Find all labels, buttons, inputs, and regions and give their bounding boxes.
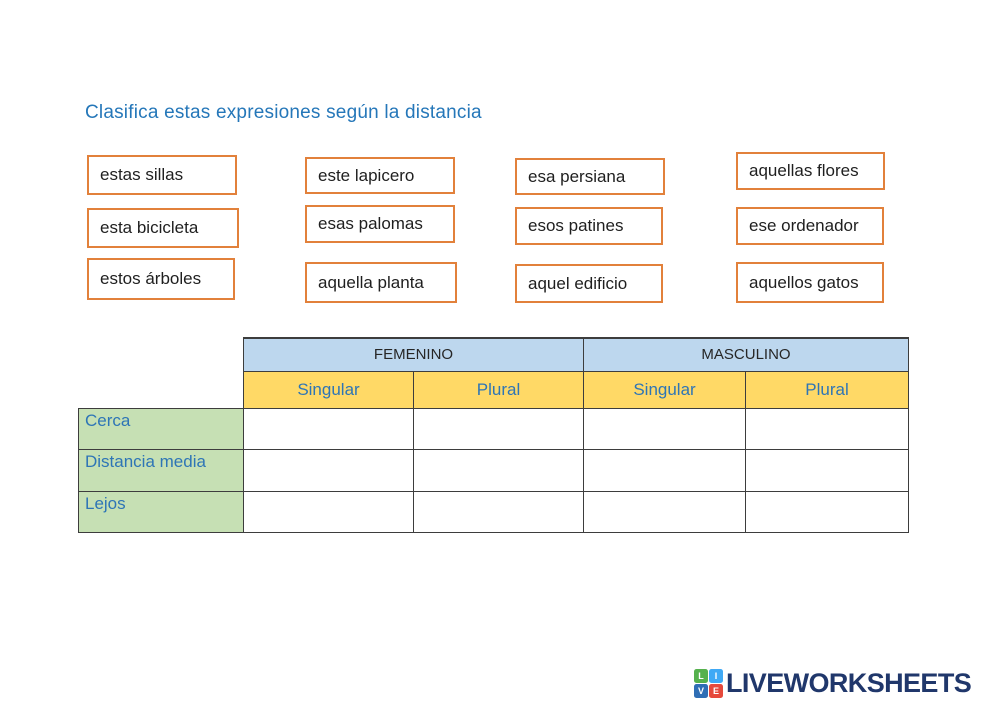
subheader-cell: Singular — [243, 370, 414, 409]
expression-label: estas sillas — [100, 165, 184, 184]
logo-tile: E — [709, 684, 723, 698]
drop-cell[interactable] — [583, 448, 747, 492]
table-corner-spacer — [78, 338, 244, 408]
expression-label: estos árboles — [100, 269, 202, 288]
drop-cell[interactable] — [412, 448, 585, 492]
expression-label: ese ordenador — [749, 216, 859, 235]
expression-box[interactable]: aquellas flores — [736, 152, 885, 190]
expression-label: aquellas flores — [749, 161, 859, 180]
drop-cell[interactable] — [412, 490, 585, 533]
row-label-cerca: Cerca — [78, 407, 244, 450]
expression-label: esos patines — [528, 216, 624, 235]
group-header-masculino: MASCULINO — [583, 337, 910, 372]
drop-cell[interactable] — [583, 407, 747, 450]
expression-label: esa persiana — [528, 166, 626, 186]
expression-box[interactable]: estos árboles — [87, 258, 235, 300]
drop-cell[interactable] — [243, 490, 414, 533]
expression-label: este lapicero — [318, 165, 415, 185]
drop-cell[interactable] — [745, 490, 910, 533]
logo-text: LIVEWORKSHEETS — [726, 668, 972, 698]
row-label-distancia-media: Distancia media — [78, 448, 244, 492]
expression-label: aquel edificio — [528, 273, 628, 293]
logo-tile: I — [709, 669, 723, 683]
classification-table: FEMENINO MASCULINO Singular Plural Singu… — [78, 337, 910, 533]
expression-box[interactable]: esa persiana — [515, 158, 665, 195]
liveworksheets-logo: L I V E LIVEWORKSHEETS — [694, 668, 972, 699]
drop-cell[interactable] — [583, 490, 747, 533]
worksheet-title: Clasifica estas expresiones según la dis… — [85, 102, 482, 123]
expression-box[interactable]: ese ordenador — [736, 207, 884, 245]
expression-box[interactable]: estas sillas — [87, 155, 237, 195]
expression-label: esas palomas — [318, 214, 423, 233]
logo-tile: L — [694, 669, 708, 683]
logo-tile: V — [694, 684, 708, 698]
subheader-cell: Plural — [412, 370, 585, 409]
expression-box[interactable]: esas palomas — [305, 205, 455, 243]
drop-cell[interactable] — [243, 448, 414, 492]
expression-label: aquellos gatos — [749, 272, 859, 292]
expression-label: esta bicicleta — [100, 218, 199, 237]
expression-box[interactable]: aquel edificio — [515, 264, 663, 303]
row-label-lejos: Lejos — [78, 490, 244, 533]
group-header-femenino: FEMENINO — [242, 337, 585, 372]
logo-grid-icon: L I V E — [694, 669, 723, 698]
subheader-cell: Plural — [745, 370, 910, 409]
expression-label: aquella planta — [318, 272, 424, 292]
subheader-cell: Singular — [583, 370, 747, 409]
drop-cell[interactable] — [412, 407, 585, 450]
expression-box[interactable]: aquella planta — [305, 262, 457, 303]
expression-box[interactable]: aquellos gatos — [736, 262, 884, 303]
expression-box[interactable]: este lapicero — [305, 157, 455, 194]
expression-box[interactable]: esos patines — [515, 207, 663, 245]
expression-box[interactable]: esta bicicleta — [87, 208, 239, 248]
drop-cell[interactable] — [243, 407, 414, 450]
drop-cell[interactable] — [745, 407, 910, 450]
drop-cell[interactable] — [745, 448, 910, 492]
